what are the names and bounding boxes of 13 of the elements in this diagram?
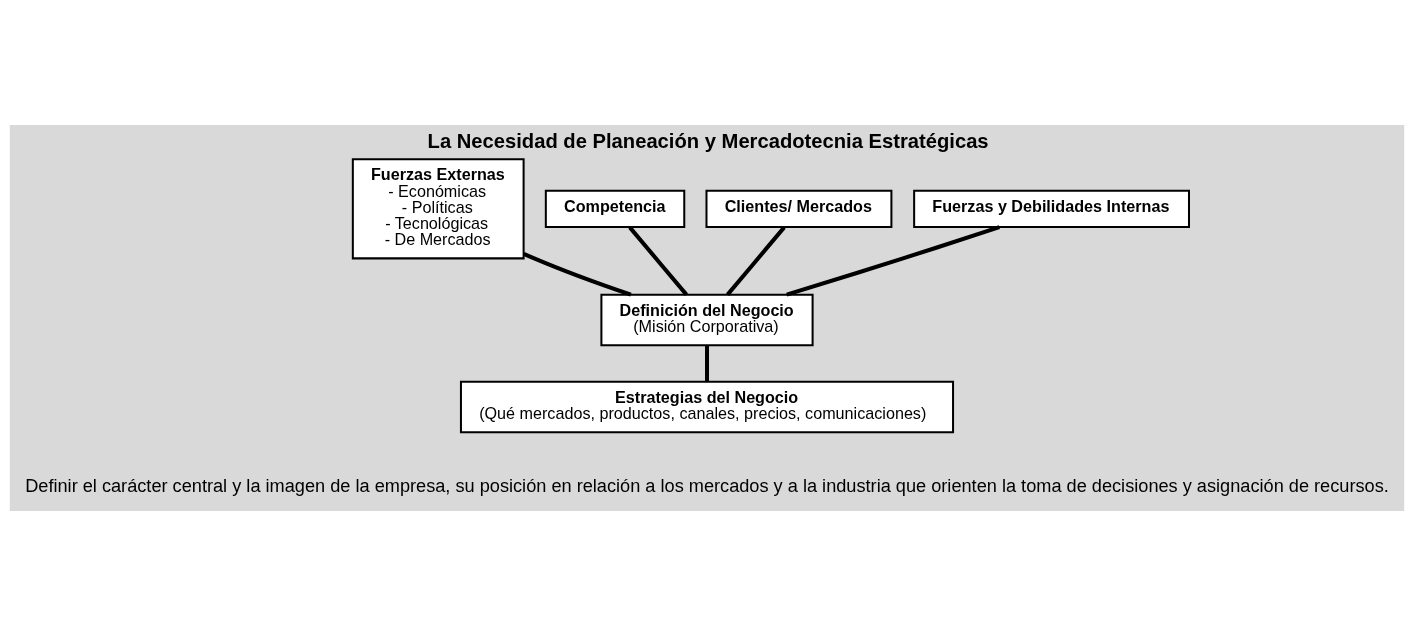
node-box: Clientes/ Mercados [705,189,893,228]
node-box: Definición del Negocio (Misión Corporativa) [600,293,814,346]
connector [628,225,688,296]
connector [705,345,709,381]
node-box: Estrategias del Negocio (Qué mercados, productos, canales, precios, comunicaciones) [459,380,955,433]
connector [726,225,786,296]
node-box: Fuerzas Externas - Económicas - Políticas - Tecnológicas - De Mercados [351,157,525,259]
label: Definir el carácter central y la imagen de la empresa, su posición en relación a los mercados y a la industria que orienten la toma de decisiones y asignación de recursos. [25,475,1389,496]
connector [786,224,1001,297]
connector [522,251,632,297]
diagram-title: La Necesidad de Planeación y Mercadotecnia Estratégicas [427,129,989,152]
node-box: Competencia [544,189,686,228]
node-box: Fuerzas y Debilidades Internas [913,189,1190,228]
